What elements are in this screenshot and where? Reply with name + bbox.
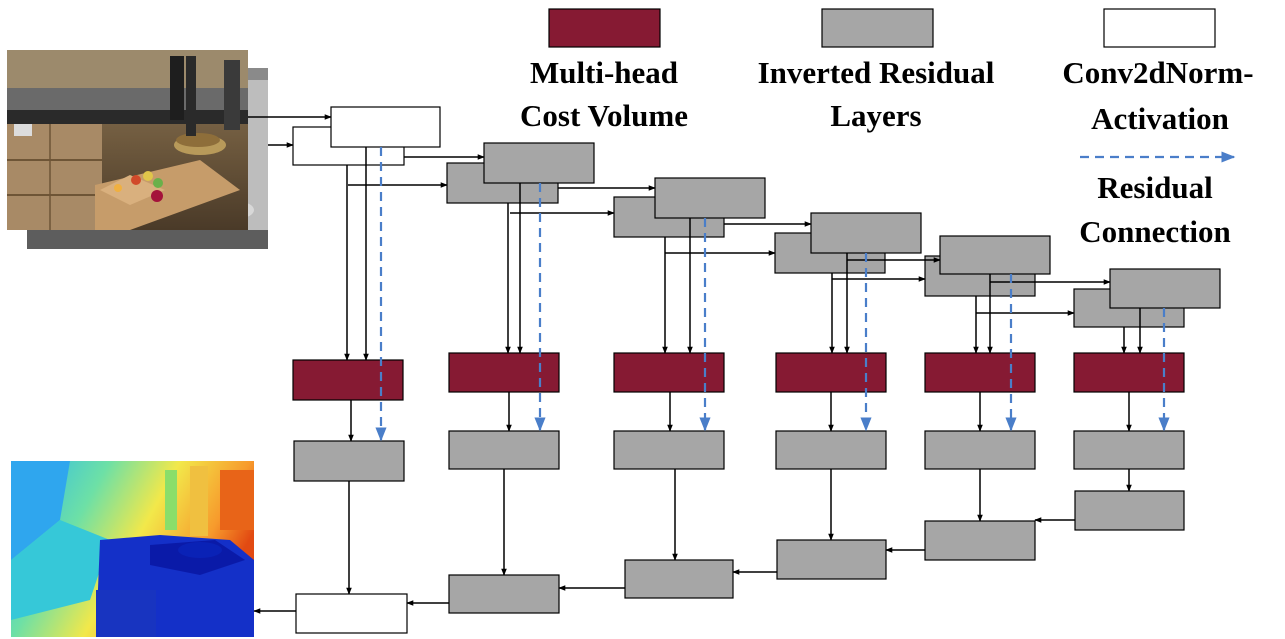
cost-volume-row	[292, 352, 1185, 401]
ir-block-3	[613, 430, 725, 470]
encoder-block-4-front	[939, 235, 1051, 275]
kitchen-rgb-input-image	[7, 50, 268, 249]
ir-block-2	[448, 430, 560, 470]
legend-label-multi-head-1: Multi-head	[530, 55, 678, 90]
cost-volume-2	[448, 352, 560, 393]
legend-label-inverted-residual-2: Layers	[830, 98, 921, 133]
decoder-block-5	[924, 520, 1036, 561]
ir-block-5	[924, 430, 1036, 470]
legend-swatch-conv2d	[1103, 8, 1216, 48]
cost-volume-3	[613, 352, 725, 393]
encoder-block-2-front	[654, 177, 766, 219]
encoder-block-3-front	[810, 212, 922, 254]
legend: Multi-head Cost Volume Inverted Residual…	[520, 8, 1254, 249]
legend-label-conv2d-2: Activation	[1091, 101, 1229, 136]
decoder-block-2	[448, 574, 560, 614]
encoder-block-1-front	[483, 142, 595, 184]
legend-swatch-inverted-residual	[821, 8, 934, 48]
conv-block-output	[295, 593, 408, 634]
residual-row	[293, 430, 1185, 482]
cost-volume-4	[775, 352, 887, 393]
depth-map-output-image	[11, 461, 254, 637]
residual-connections	[375, 147, 1170, 442]
ir-block-6	[1073, 430, 1185, 470]
ir-block-1	[293, 440, 405, 482]
legend-label-multi-head-2: Cost Volume	[520, 98, 688, 133]
legend-label-conv2d-1: Conv2dNorm-	[1062, 55, 1253, 90]
legend-label-residual-2: Connection	[1079, 214, 1231, 249]
legend-swatch-multi-head	[548, 8, 661, 48]
ir-block-4	[775, 430, 887, 470]
cost-volume-5	[924, 352, 1036, 393]
decoder-block-4	[776, 539, 887, 580]
legend-label-residual-1: Residual	[1097, 170, 1213, 205]
encoder-block-5-front	[1109, 268, 1221, 309]
decoder-block-6	[1074, 490, 1185, 531]
decoder-block-3	[624, 559, 734, 599]
conv-block-encoder-front	[330, 106, 441, 148]
cost-volume-6	[1073, 352, 1185, 393]
legend-label-inverted-residual-1: Inverted Residual	[758, 55, 995, 90]
cost-volume-1	[292, 359, 404, 401]
decoder	[295, 490, 1185, 634]
